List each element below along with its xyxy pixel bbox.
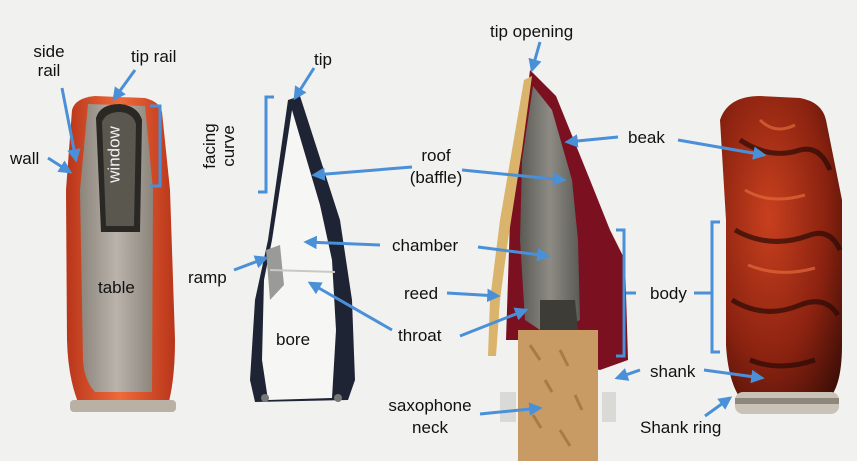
label-body: body (650, 284, 687, 303)
marbled-mouthpiece (720, 96, 842, 414)
label-facing-curve: facing curve (200, 101, 240, 191)
arrow-wall (48, 158, 70, 172)
facing-curve-bracket-cutaway (258, 97, 274, 192)
arrow-tip-rail (114, 70, 135, 99)
label-beak: beak (628, 128, 665, 147)
label-roof: roof (406, 146, 466, 165)
arrow-beak (567, 137, 618, 142)
label-chamber: chamber (392, 236, 458, 255)
label-reed: reed (404, 284, 438, 303)
arrow-tip-opening (532, 42, 540, 70)
label-table: table (98, 278, 135, 297)
arrow-shank-sectioned (617, 370, 640, 378)
label-baffle: (baffle) (400, 168, 472, 187)
label-wall: wall (10, 149, 39, 168)
label-side-rail-text: side rail (26, 42, 72, 80)
label-tip-rail: tip rail (131, 47, 176, 66)
arrow-roof-cutaway (314, 167, 412, 175)
label-tip-opening: tip opening (490, 22, 573, 41)
label-saxophone: saxophone (380, 396, 480, 415)
arrow-ramp (234, 258, 266, 270)
label-throat: throat (398, 326, 441, 345)
label-neck: neck (380, 418, 480, 437)
label-shank-ring: Shank ring (640, 418, 721, 437)
label-shank: shank (650, 362, 695, 381)
label-side-rail: side rail (26, 42, 72, 80)
arrow-tip (295, 68, 314, 98)
label-facing-curve-text: facing curve (200, 116, 238, 176)
label-window: window (105, 125, 124, 185)
sectioned-mouthpiece-with-neck (488, 70, 628, 461)
body-bracket-marbled (712, 222, 720, 352)
label-ramp: ramp (188, 268, 227, 287)
arrow-reed (447, 293, 498, 296)
label-bore: bore (276, 330, 310, 349)
arrow-shank-ring (705, 398, 730, 416)
label-tip: tip (314, 50, 332, 69)
